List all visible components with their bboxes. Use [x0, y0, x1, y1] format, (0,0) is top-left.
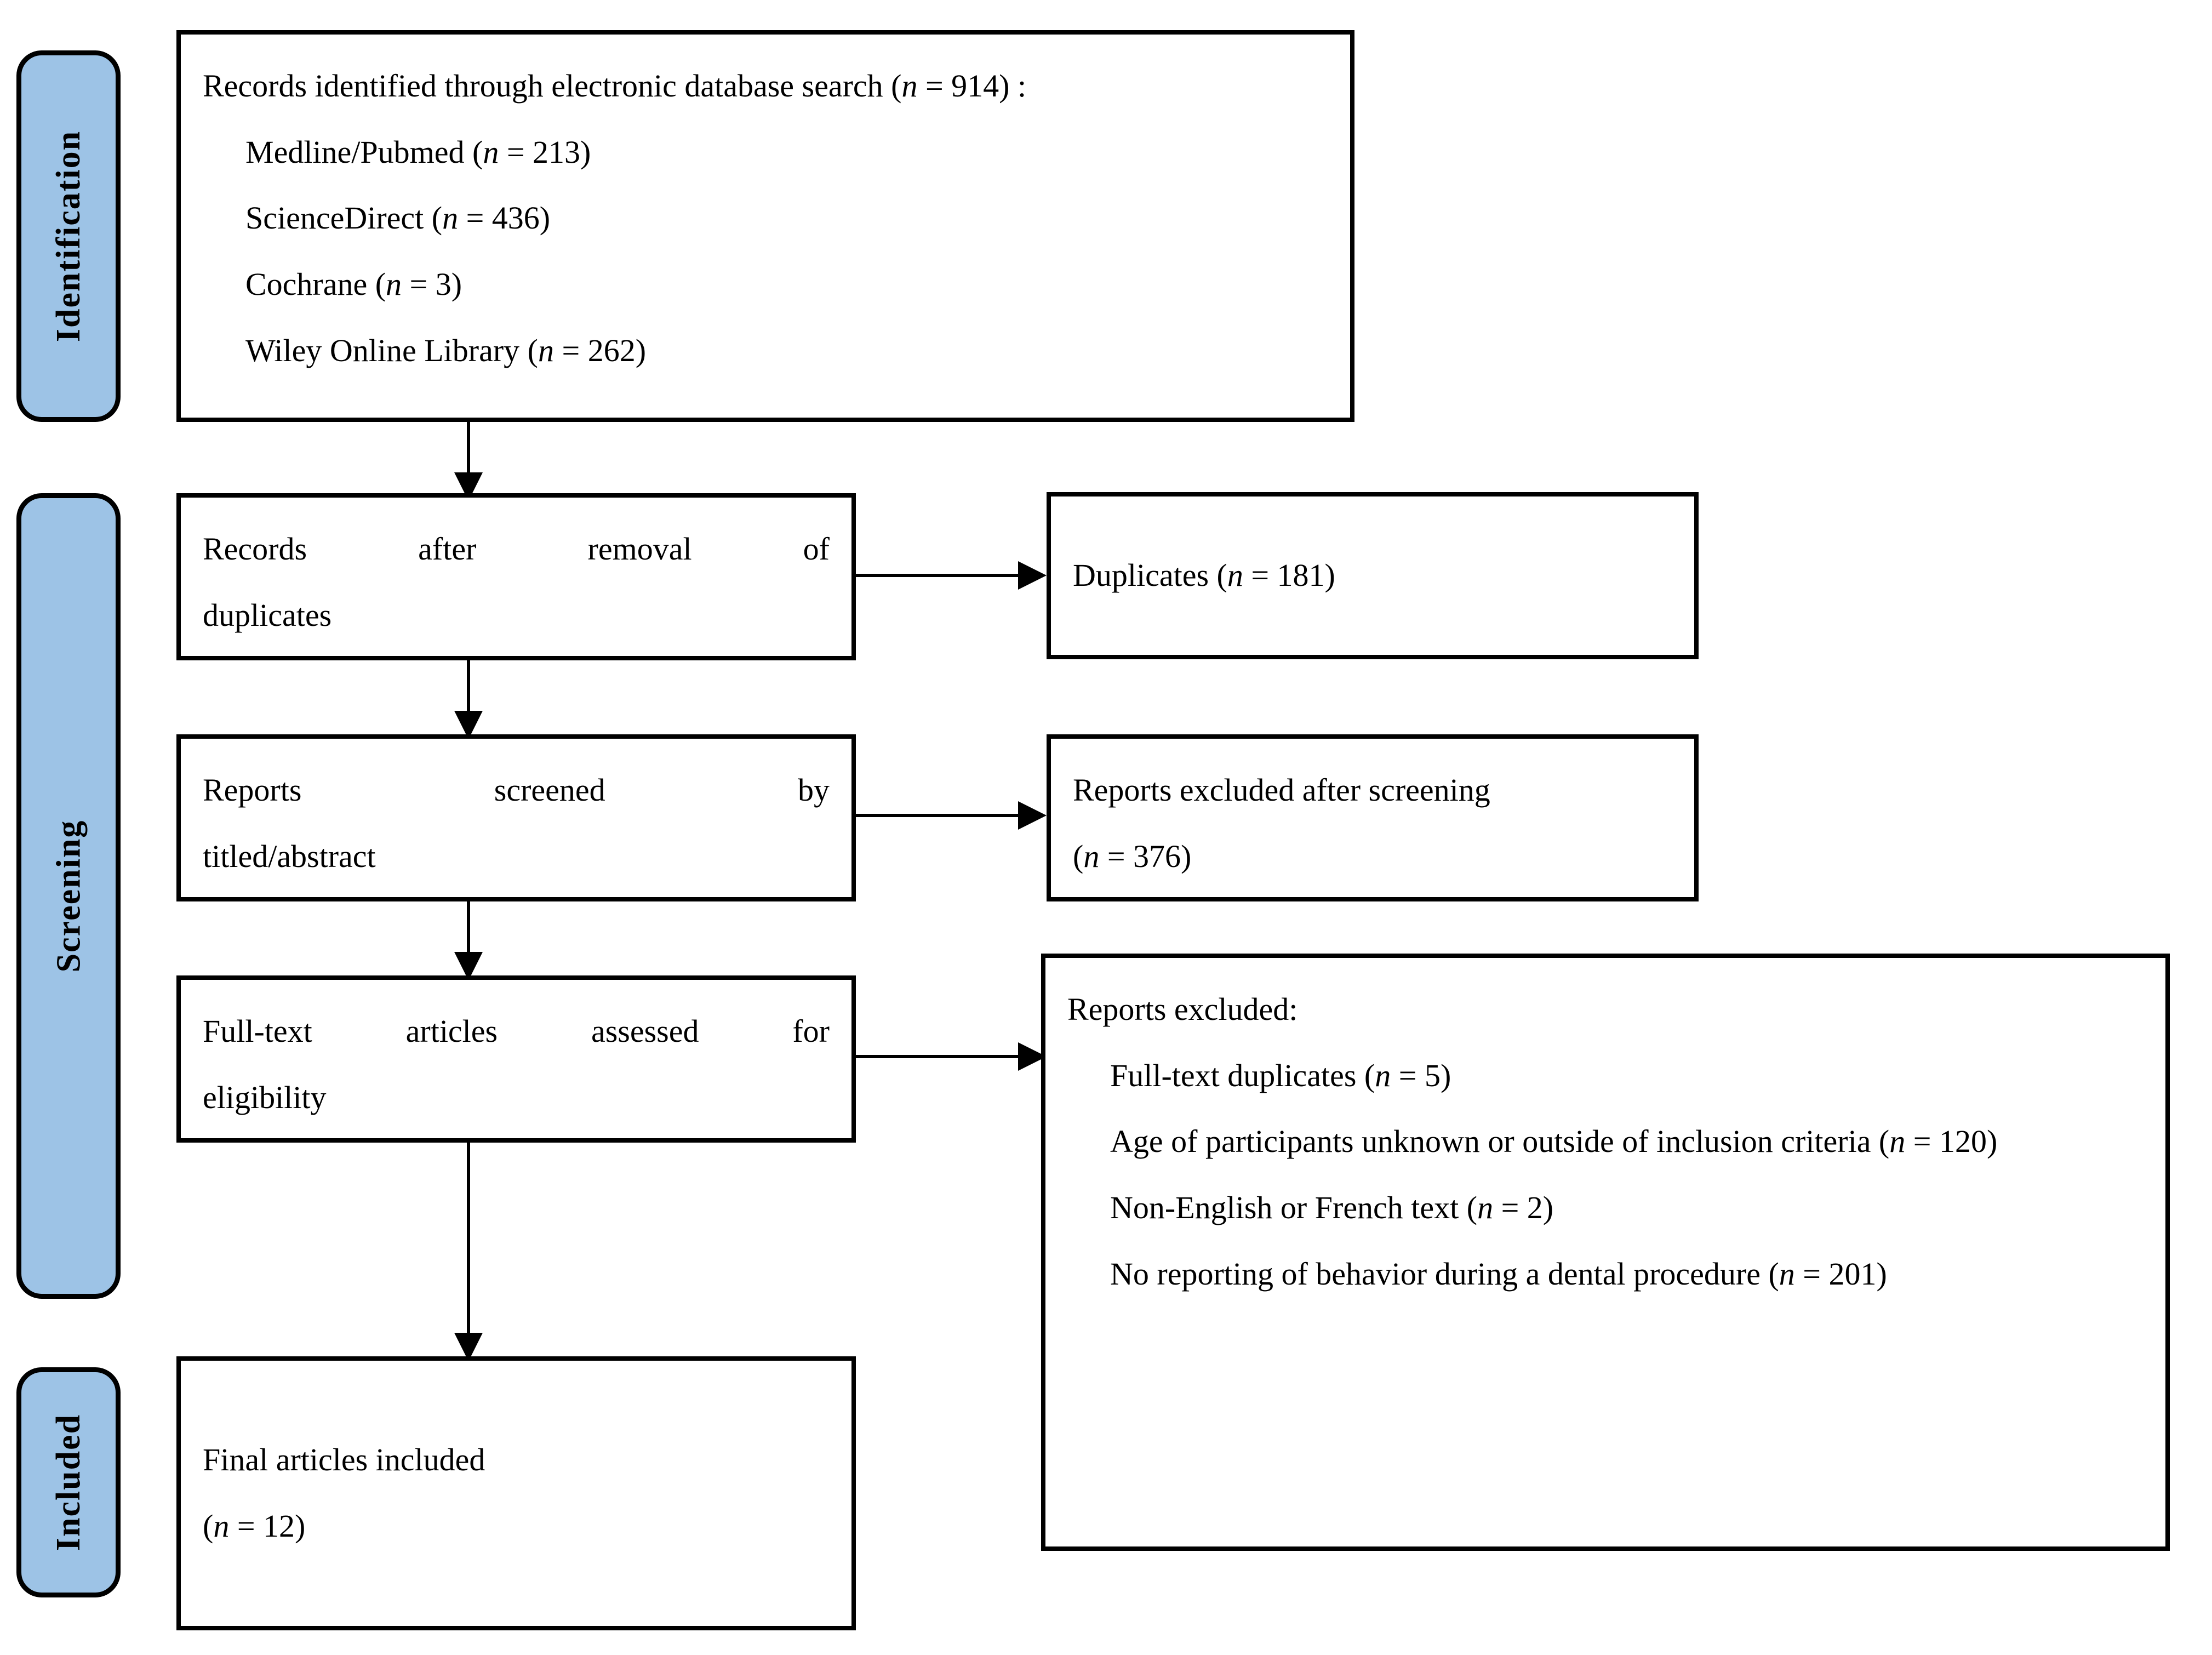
records-after-duplicates-line1: Records after removal of	[203, 531, 830, 567]
n-symbol: n	[386, 266, 402, 302]
box-fulltext-assessed: Full-text articles assessed for eligibil…	[176, 975, 856, 1143]
connector-screened-to-fulltext	[467, 901, 470, 956]
box-duplicates: Duplicates (n = 181)	[1047, 492, 1699, 659]
fulltext-assessed-line1: Full-text articles assessed for	[203, 1013, 830, 1049]
connector-identification-to-screening	[467, 422, 470, 477]
connector-duplicates-to-screened	[467, 660, 470, 715]
exclusion-reason: Age of participants unknown or outside o…	[1110, 1123, 1998, 1160]
n-symbol: n	[1227, 557, 1243, 593]
exclusion-reason: No reporting of behavior during a dental…	[1110, 1255, 1887, 1292]
n-symbol: n	[538, 332, 554, 368]
phase-label-included-text: Included	[50, 1413, 88, 1551]
phase-label-included: Included	[16, 1367, 121, 1597]
connector-to-excluded-screening	[856, 814, 1020, 817]
box-reports-excluded: Reports excluded: Full-text duplicates (…	[1041, 954, 2170, 1551]
records-identified-heading: Records identified through electronic da…	[203, 68, 1027, 104]
n-symbol: n	[213, 1508, 230, 1544]
box-final-articles-included: Final articles included (n = 12)	[176, 1356, 856, 1630]
source-item: Medline/Pubmed (n = 213)	[245, 134, 591, 170]
arrowhead-right	[1018, 561, 1047, 590]
phase-label-screening: Screening	[16, 493, 121, 1299]
arrowhead-right	[1018, 801, 1047, 830]
n-symbol: n	[442, 200, 459, 236]
box-records-after-duplicates: Records after removal of duplicates	[176, 493, 856, 660]
box-reports-screened: Reports screened by titled/abstract	[176, 734, 856, 901]
final-included-line1: Final articles included	[203, 1442, 485, 1478]
excluded-screening-line2: (n = 376)	[1073, 838, 1192, 874]
phase-label-identification: Identification	[16, 50, 121, 422]
reports-excluded-heading: Reports excluded:	[1067, 991, 1298, 1027]
n-symbol: n	[1889, 1123, 1906, 1160]
n-symbol: n	[483, 134, 499, 170]
records-after-duplicates-line2: duplicates	[203, 597, 332, 633]
reports-screened-line2: titled/abstract	[203, 838, 376, 874]
duplicates-text: Duplicates (n = 181)	[1073, 557, 1335, 593]
reports-screened-line1: Reports screened by	[203, 772, 830, 808]
box-reports-excluded-after-screening: Reports excluded after screening (n = 37…	[1047, 734, 1699, 901]
connector-to-duplicates	[856, 574, 1020, 577]
source-item: Cochrane (n = 3)	[245, 266, 462, 302]
connector-fulltext-to-included	[467, 1143, 470, 1337]
n-symbol: n	[1477, 1189, 1494, 1225]
excluded-screening-line1: Reports excluded after screening	[1073, 772, 1490, 808]
connector-to-reports-excluded	[856, 1055, 1020, 1058]
n-symbol: n	[901, 68, 918, 104]
box-records-identified: Records identified through electronic da…	[176, 30, 1354, 422]
source-item: ScienceDirect (n = 436)	[245, 200, 551, 236]
phase-label-identification-text: Identification	[50, 130, 88, 343]
n-symbol: n	[1083, 838, 1100, 874]
exclusion-reason: Non-English or French text (n = 2)	[1110, 1189, 1554, 1225]
phase-label-screening-text: Screening	[50, 819, 87, 973]
final-included-line2: (n = 12)	[203, 1508, 306, 1544]
n-symbol: n	[1375, 1057, 1391, 1093]
n-symbol: n	[1779, 1255, 1795, 1292]
fulltext-assessed-line2: eligibility	[203, 1079, 327, 1115]
exclusion-reason: Full-text duplicates (n = 5)	[1110, 1057, 1451, 1093]
source-item: Wiley Online Library (n = 262)	[245, 332, 647, 368]
